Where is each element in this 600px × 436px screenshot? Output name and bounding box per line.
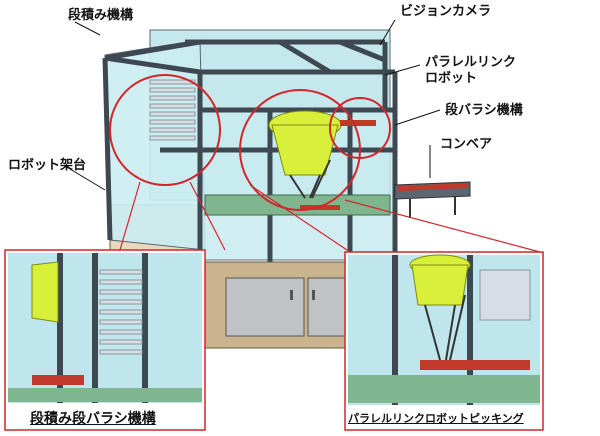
tray-stack — [149, 79, 196, 141]
conveyor — [394, 181, 471, 218]
label-unstacking-mechanism: 段バラシ機構 — [445, 103, 523, 118]
label-parallel-link-robot-2: ロボット — [425, 71, 478, 86]
parallel-link-robot — [268, 110, 342, 199]
label-vision-camera: ビジョンカメラ — [400, 4, 492, 19]
label-conveyor: コンベア — [440, 137, 493, 152]
callout-lines — [119, 181, 541, 253]
label-parallel-link-robot-1: パラレルリンク — [425, 55, 517, 70]
circle-unstacking — [329, 97, 391, 159]
work-surface — [204, 194, 391, 216]
label-pointers — [64, 19, 441, 191]
inset-caption-left: 段積み段バラシ機構 — [30, 411, 156, 427]
left-inset — [4, 249, 206, 431]
callout-circles — [109, 74, 391, 211]
inset-caption-right: パラレルリンクロボットピッキング — [348, 412, 524, 425]
machine-body — [102, 29, 471, 349]
top-frame — [102, 39, 398, 262]
label-stacking-mechanism: 段積み機構 — [68, 8, 134, 23]
label-robot-frame: ロボット架台 — [8, 158, 87, 173]
cabinet-door-left — [225, 277, 305, 337]
circle-stacking — [109, 74, 221, 186]
circle-robot — [239, 89, 361, 211]
right-inset — [344, 251, 544, 431]
